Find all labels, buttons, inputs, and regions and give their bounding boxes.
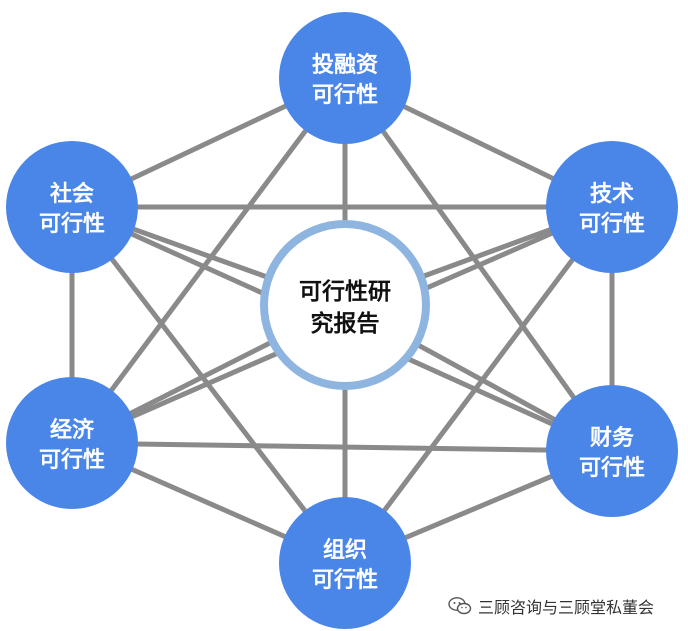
watermark: 三顾咨询与三顾堂私董会 [448,594,654,618]
node-circle [6,141,138,273]
center-label-line1: 可行性研 [299,278,391,305]
node-label-line1: 财务 [590,426,635,451]
node-label-line2: 可行性 [312,567,378,593]
node-circle [279,497,411,629]
center-circle [260,220,430,390]
node-label-line1: 经济 [50,417,95,443]
node-label-line1: 组织 [323,537,367,563]
node-label-line1: 技术 [590,182,634,207]
node-label-line1: 投融资 [312,53,378,78]
connector-financial-economic [71,440,613,454]
connector-organization-social [70,205,347,565]
watermark-text: 三顾咨询与三顾堂私董会 [478,598,655,617]
node-circle [546,385,678,517]
node-label-line1: 社会 [50,181,94,207]
node-label-line2: 可行性 [312,82,378,108]
node-circle [6,377,138,509]
wechat-icon [448,597,472,615]
node-label-line2: 可行性 [39,211,105,237]
center-label-line2: 究报告 [311,310,380,337]
connector-investment-economic [69,76,348,445]
node-circle [279,12,411,144]
node-label-line2: 可行性 [579,211,645,237]
connector-technical-organization [343,205,614,565]
node-label-line2: 可行性 [39,447,105,473]
node-circle [546,141,678,273]
node-label-line2: 可行性 [579,455,645,481]
